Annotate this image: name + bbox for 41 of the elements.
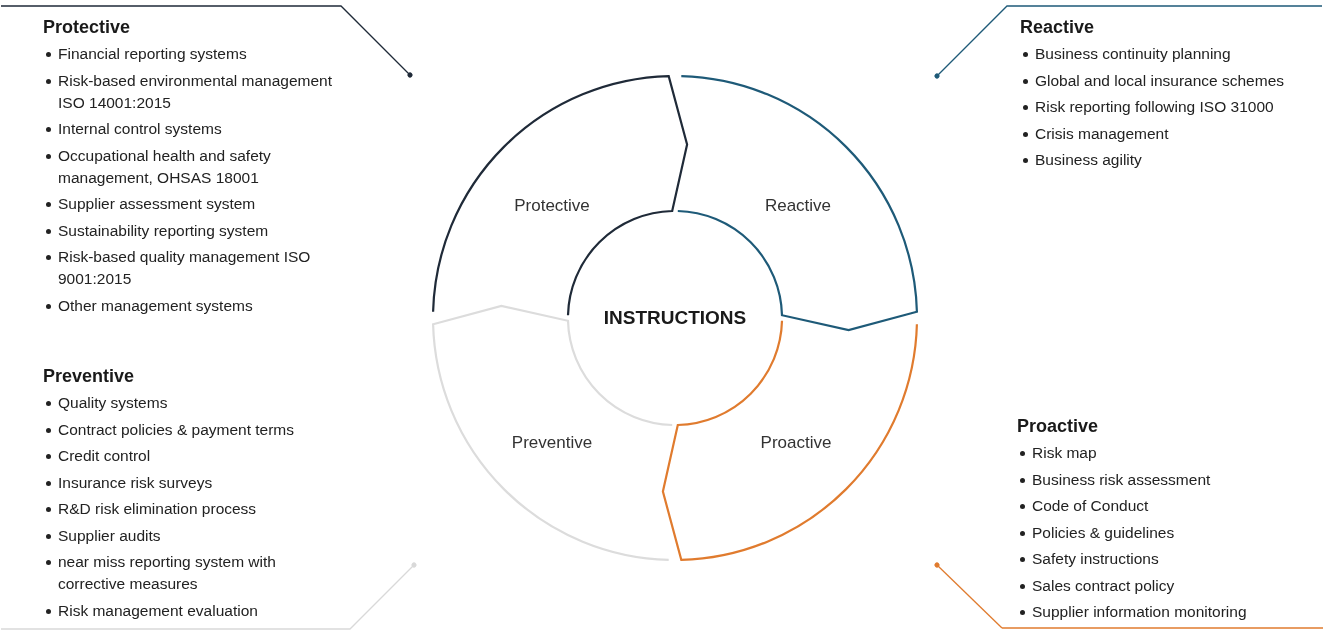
segment-label: Proactive — [760, 433, 832, 453]
leader-line — [934, 562, 1003, 629]
bullet-item: Other management systems — [43, 294, 253, 317]
bullet-item: Safety instructions — [1017, 548, 1159, 570]
section-heading: Proactive — [1017, 415, 1099, 437]
bullet-item: Risk-based environmental management ISO 14001:2015 — [43, 69, 340, 114]
bullet-item: Internal control systems — [43, 118, 222, 140]
bullet-item: Credit control — [43, 445, 151, 467]
bullet-item: Policies & guidelines — [1017, 521, 1175, 544]
bullet-item: Occupational health and safety management, OHSAS 18001 — [43, 144, 340, 189]
bullet-item: Risk map — [1017, 442, 1097, 464]
leader-line — [0, 5, 413, 78]
bullet-item: Supplier information monitoring — [1017, 601, 1247, 623]
leader-line — [934, 5, 1323, 79]
bullet-item: Business continuity planning — [1020, 43, 1231, 65]
bullet-item: Business risk assessment — [1017, 468, 1211, 491]
leader-line — [0, 562, 417, 630]
bullet-item: Contract policies & payment terms — [43, 418, 295, 441]
bullet-item: Risk-based quality management ISO 9001:2015 — [43, 246, 340, 290]
bullet-item: R&D risk elimination process — [43, 498, 257, 520]
segment-label: Protective — [514, 196, 590, 216]
bullet-item: Supplier assessment system — [43, 193, 256, 215]
segment-label: Reactive — [764, 196, 832, 216]
bullet-item: Code of Conduct — [1017, 495, 1149, 517]
section-heading: Preventive — [43, 365, 135, 387]
bullet-item: Quality systems — [43, 392, 168, 414]
bullet-item: Supplier audits — [43, 524, 161, 547]
center-label: INSTRUCTIONS — [603, 307, 747, 329]
bullet-item: Global and local insurance schemes — [1020, 69, 1284, 92]
bullet-item: Sales contract policy — [1017, 574, 1175, 597]
bullet-item: Crisis management — [1020, 122, 1169, 145]
bullet-item: Sustainability reporting system — [43, 219, 269, 242]
bullet-item: Financial reporting systems — [43, 43, 247, 65]
segment-label: Preventive — [511, 433, 593, 453]
section-heading: Reactive — [1020, 16, 1095, 38]
bullet-item: Risk reporting following ISO 31000 — [1020, 96, 1274, 118]
section-heading: Protective — [43, 16, 131, 38]
bullet-item: near miss reporting system with corrective measures — [43, 551, 340, 595]
bullet-item: Insurance risk surveys — [43, 471, 213, 494]
bullet-item: Business agility — [1020, 149, 1142, 171]
bullet-item: Risk management evaluation — [43, 599, 258, 622]
